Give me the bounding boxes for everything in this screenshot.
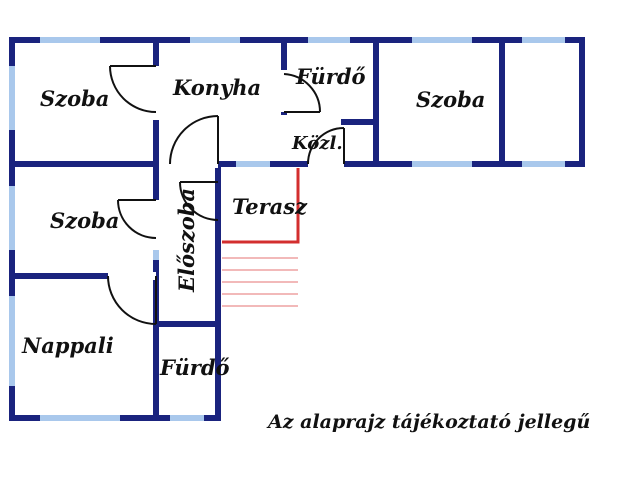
room-label-szoba-mid-left: Szoba [50,208,119,233]
room-label-terasz: Terasz [232,194,308,219]
room-label-kozl: Közl. [291,133,343,154]
terrace-railing [222,168,300,244]
room-label-szoba-top-left: Szoba [40,86,109,111]
room-label-furdo-bottom: Fürdő [159,355,230,380]
room-label-eloszoba: Előszoba [174,188,199,293]
terrace-stairs [222,257,298,307]
room-label-furdo-top: Fürdő [295,64,366,89]
doors [107,65,345,325]
disclaimer-note: Az alaprajz tájékoztató jellegű [266,411,590,433]
room-label-szoba-right: Szoba [416,87,485,112]
windows [9,37,565,421]
room-label-nappali: Nappali [21,333,114,358]
room-label-konyha: Konyha [172,75,261,100]
